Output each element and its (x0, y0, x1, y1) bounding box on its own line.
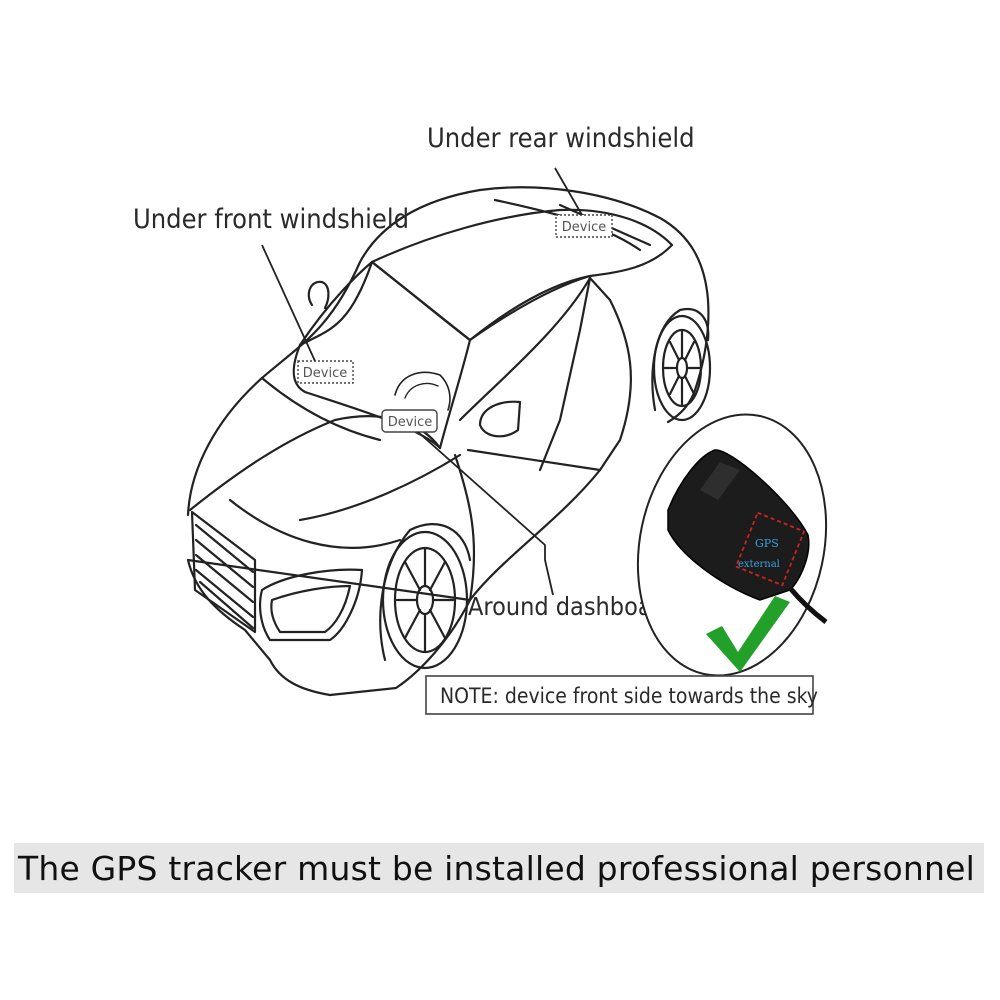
tracker-label-gps: GPS (755, 537, 779, 550)
caption-text: The GPS tracker must be installed profes… (18, 848, 976, 888)
note-box: NOTE: device front side towards the sky (425, 675, 818, 715)
check-icon (706, 596, 790, 672)
gps-tracker-icon: GPS external (667, 449, 828, 624)
tracker-label-external: external (738, 559, 780, 570)
device-tag-rear: Device (555, 214, 613, 238)
caption-bar: The GPS tracker must be installed profes… (14, 843, 984, 893)
label-rear-windshield: Under rear windshield (427, 123, 695, 154)
svg-text:NOTE: device front side toward: NOTE: device front side towards the sky (440, 684, 818, 708)
svg-text:Device: Device (388, 415, 432, 430)
tracker-inset: GPS external (636, 413, 828, 677)
device-tag-front: Device (297, 360, 354, 384)
car-illustration (186, 186, 712, 697)
label-front-windshield: Under front windshield (133, 204, 409, 235)
leader-lines (261, 167, 583, 596)
svg-text:Device: Device (562, 220, 606, 235)
device-tag-dashboard: Device (381, 409, 438, 433)
svg-text:Device: Device (303, 366, 347, 381)
